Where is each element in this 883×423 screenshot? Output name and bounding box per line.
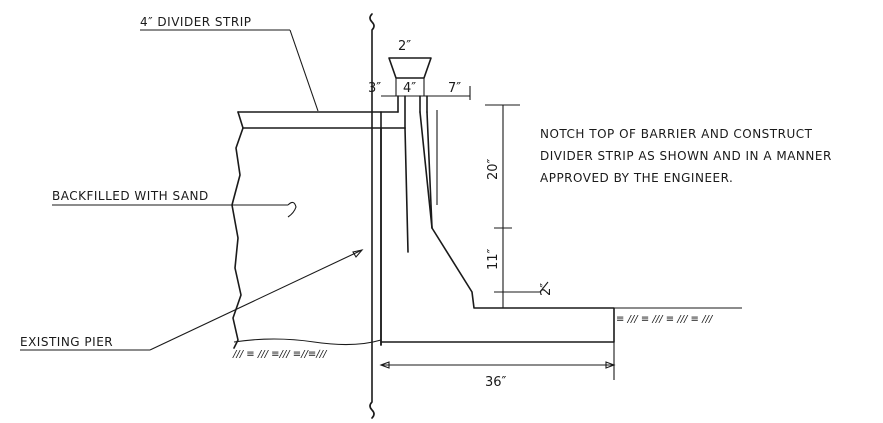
- dim-two-right: 2″: [539, 283, 554, 296]
- backfilled-label: BACKFILLED WITH SAND: [52, 189, 209, 203]
- note-line-2: DIVIDER STRIP AS SHOWN AND IN A MANNER: [540, 149, 832, 163]
- existing-pier-label: EXISTING PIER: [20, 335, 113, 349]
- dim-three: 3″: [368, 81, 381, 96]
- note-line-3: APPROVED BY THE ENGINEER.: [540, 171, 733, 185]
- dimension-lines: [379, 86, 616, 380]
- dim-top-2: 2″: [398, 39, 411, 54]
- note-line-1: NOTCH TOP OF BARRIER AND CONSTRUCT: [540, 127, 813, 141]
- dim-thirtysix: 36″: [485, 375, 507, 390]
- leader-lines: [20, 29, 364, 351]
- dim-four: 4″: [403, 81, 416, 96]
- dim-twenty: 20″: [486, 158, 501, 180]
- break-line: [369, 13, 382, 419]
- dim-seven: 7″: [448, 81, 461, 96]
- existing-pier-outline: [231, 111, 382, 349]
- divider-strip-label: 4″ DIVIDER STRIP: [140, 15, 252, 29]
- ground-hatch-left: /// ≡ /// ≡/// ≡//≡∕//: [232, 349, 328, 360]
- ground-hatch-right: ≡ /// ≡ /// ≡ /// ≡ ///: [616, 314, 714, 325]
- dim-eleven: 11″: [486, 248, 501, 270]
